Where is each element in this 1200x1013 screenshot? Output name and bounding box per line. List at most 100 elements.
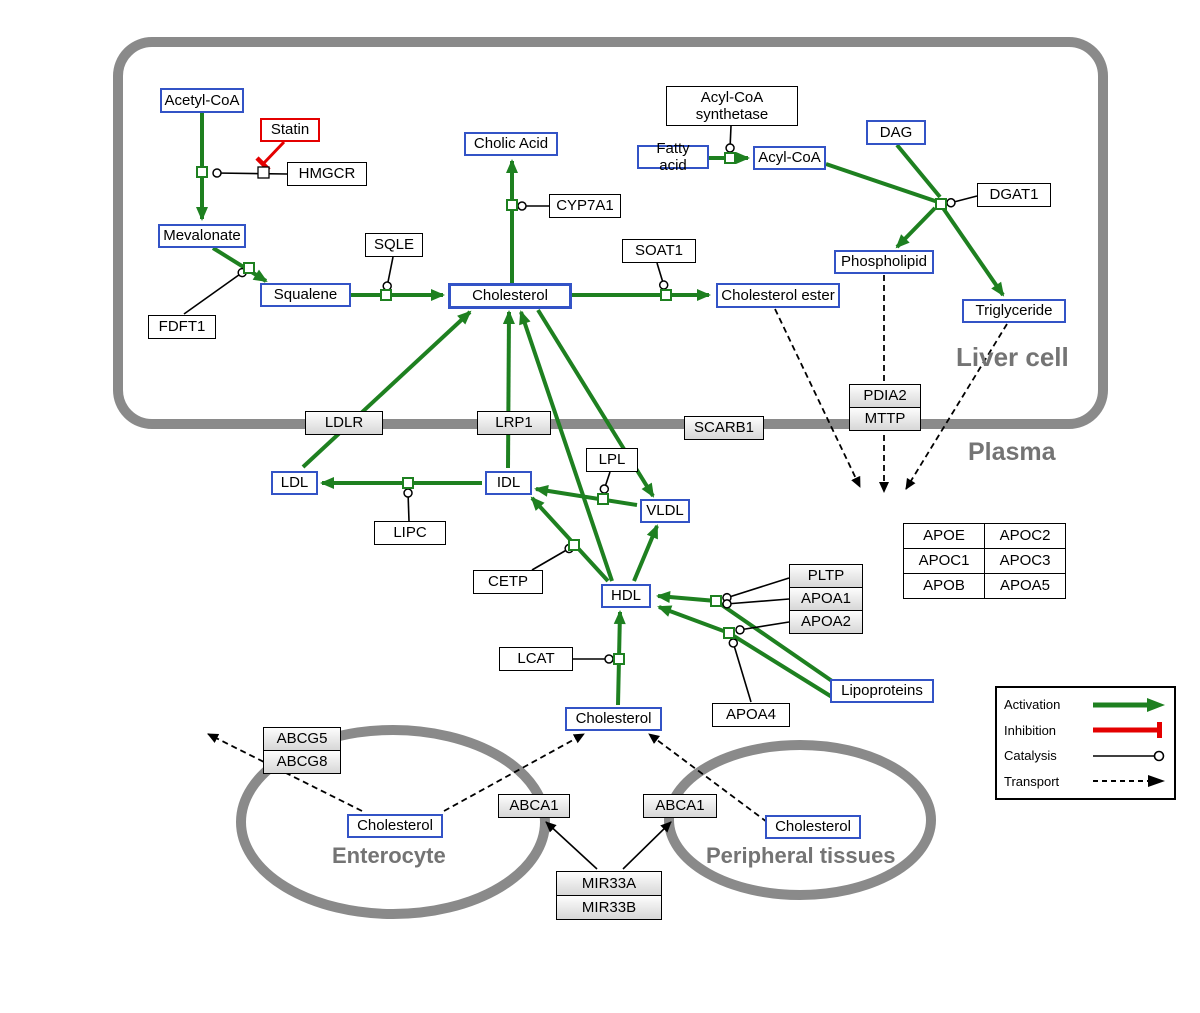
lcat[interactable]: LCAT — [499, 647, 573, 671]
inhibition-statin-line — [261, 140, 286, 166]
catalysis-sqle — [382, 256, 394, 291]
reaction-node — [380, 289, 392, 301]
apoe[interactable]: APOE — [903, 523, 985, 549]
peripheral-tissues-membrane — [664, 740, 936, 900]
cholic-acid[interactable]: Cholic Acid — [464, 132, 558, 156]
ldl[interactable]: LDL — [271, 471, 318, 495]
peripheral-tissues-label: Peripheral tissues — [706, 843, 896, 868]
mir33a[interactable]: MIR33A — [556, 871, 662, 896]
cholesterol-enterocyte[interactable]: Cholesterol — [347, 814, 443, 838]
dgat1[interactable]: DGAT1 — [977, 183, 1051, 207]
reaction-node — [935, 198, 947, 210]
reaction-node — [568, 539, 580, 551]
catalysis-lipc — [403, 488, 413, 522]
triglyceride[interactable]: Triglyceride — [962, 299, 1066, 323]
abcg8[interactable]: ABCG8 — [263, 750, 341, 774]
cholesterol-liver[interactable]: Cholesterol — [448, 283, 572, 309]
inhibition-target-node — [257, 166, 270, 179]
mir33b[interactable]: MIR33B — [556, 895, 662, 920]
cholesterol-peripheral[interactable]: Cholesterol — [765, 815, 861, 839]
apoa5[interactable]: APOA5 — [984, 573, 1066, 599]
liver-cell-label: Liver cell — [956, 342, 1069, 372]
apoa1[interactable]: APOA1 — [789, 587, 863, 611]
edge-ldl-cholesterol — [301, 310, 472, 469]
scarb1[interactable]: SCARB1 — [684, 416, 764, 440]
edge-junction-triglyceride — [941, 206, 1005, 297]
acetyl-coa[interactable]: Acetyl-CoA — [160, 88, 244, 113]
transport-arrow-icon — [1093, 775, 1165, 788]
cholesterol-ester[interactable]: Cholesterol ester — [716, 283, 840, 308]
edge-hdl-cholesterol — [519, 310, 614, 582]
apoc1[interactable]: APOC1 — [903, 548, 985, 574]
abcg5[interactable]: ABCG5 — [263, 727, 341, 751]
abca1-enterocyte[interactable]: ABCA1 — [498, 794, 570, 818]
acyl-coa-synthetase[interactable]: Acyl-CoA synthetase — [666, 86, 798, 126]
hdl[interactable]: HDL — [601, 584, 651, 608]
catalysis-circle-icon — [1093, 750, 1165, 762]
enterocyte-membrane — [236, 725, 550, 919]
acyl-coa[interactable]: Acyl-CoA — [753, 146, 826, 170]
edge-junction-phospholipid — [895, 206, 937, 249]
edge-vldl-idl — [534, 484, 638, 507]
legend-inhibition-label: Inhibition — [1004, 722, 1057, 738]
cholesterol-plasma[interactable]: Cholesterol — [565, 707, 662, 731]
reaction-nodes — [196, 152, 947, 665]
inhibition-tbar-icon — [1093, 722, 1162, 739]
squalene[interactable]: Squalene — [260, 283, 351, 307]
transport-edges — [207, 275, 1008, 823]
lipoproteins[interactable]: Lipoproteins — [830, 679, 934, 703]
legend: Activation Inhibition Catalysis Transpor… — [995, 686, 1176, 800]
fatty-acid[interactable]: Fatty acid — [637, 140, 709, 174]
sqle[interactable]: SQLE — [365, 233, 423, 257]
mevalonate[interactable]: Mevalonate — [158, 224, 246, 248]
idl[interactable]: IDL — [485, 471, 532, 495]
lpl[interactable]: LPL — [586, 448, 638, 472]
catalysis-acylcoa-synthetase — [725, 125, 735, 153]
apoa4[interactable]: APOA4 — [712, 703, 790, 727]
mttp[interactable]: MTTP — [849, 407, 921, 431]
soat1[interactable]: SOAT1 — [622, 239, 696, 263]
lrp1[interactable]: LRP1 — [477, 411, 551, 435]
edge-mir33-abca1-enterocyte — [545, 821, 598, 870]
dag[interactable]: DAG — [866, 120, 926, 145]
edge-mevalonate-squalene — [211, 246, 268, 283]
legend-row-inhibition: Inhibition — [1004, 719, 1167, 741]
reaction-node — [196, 166, 208, 178]
ldlr[interactable]: LDLR — [305, 411, 383, 435]
fdft1[interactable]: FDFT1 — [148, 315, 216, 339]
vldl[interactable]: VLDL — [640, 499, 690, 523]
reaction-node — [613, 653, 625, 665]
apob[interactable]: APOB — [903, 573, 985, 599]
lipc[interactable]: LIPC — [374, 521, 446, 545]
reaction-node — [243, 262, 255, 274]
reaction-node — [660, 289, 672, 301]
reaction-node — [723, 627, 735, 639]
reaction-node — [506, 199, 518, 211]
abca1-peripheral[interactable]: ABCA1 — [643, 794, 717, 818]
catalysis-fdft1 — [183, 267, 247, 315]
apoc2[interactable]: APOC2 — [984, 523, 1066, 549]
catalysis-apoa2 — [735, 621, 790, 635]
cetp[interactable]: CETP — [473, 570, 543, 594]
edge-dag-junction — [895, 143, 942, 199]
catalysis-cetp — [531, 543, 574, 571]
catalysis-soat1 — [656, 262, 669, 290]
apoc3[interactable]: APOC3 — [984, 548, 1066, 574]
hmgcr[interactable]: HMGCR — [287, 162, 367, 186]
statin[interactable]: Statin — [260, 118, 320, 142]
phospholipid[interactable]: Phospholipid — [834, 250, 934, 274]
reaction-node — [597, 493, 609, 505]
reaction-node — [402, 477, 414, 489]
transport-cholesterol-abcg — [207, 733, 363, 812]
pltp[interactable]: PLTP — [789, 564, 863, 588]
pdia2[interactable]: PDIA2 — [849, 384, 921, 408]
transport-cholesterol-enterocyte-plasma — [443, 733, 585, 812]
apoa2[interactable]: APOA2 — [789, 610, 863, 634]
edge-hdl-vldl — [632, 524, 659, 582]
cyp7a1[interactable]: CYP7A1 — [549, 194, 621, 218]
plasma-label: Plasma — [968, 438, 1056, 466]
catalysis-hmgcr — [212, 168, 288, 178]
legend-row-transport: Transport — [1004, 770, 1167, 792]
